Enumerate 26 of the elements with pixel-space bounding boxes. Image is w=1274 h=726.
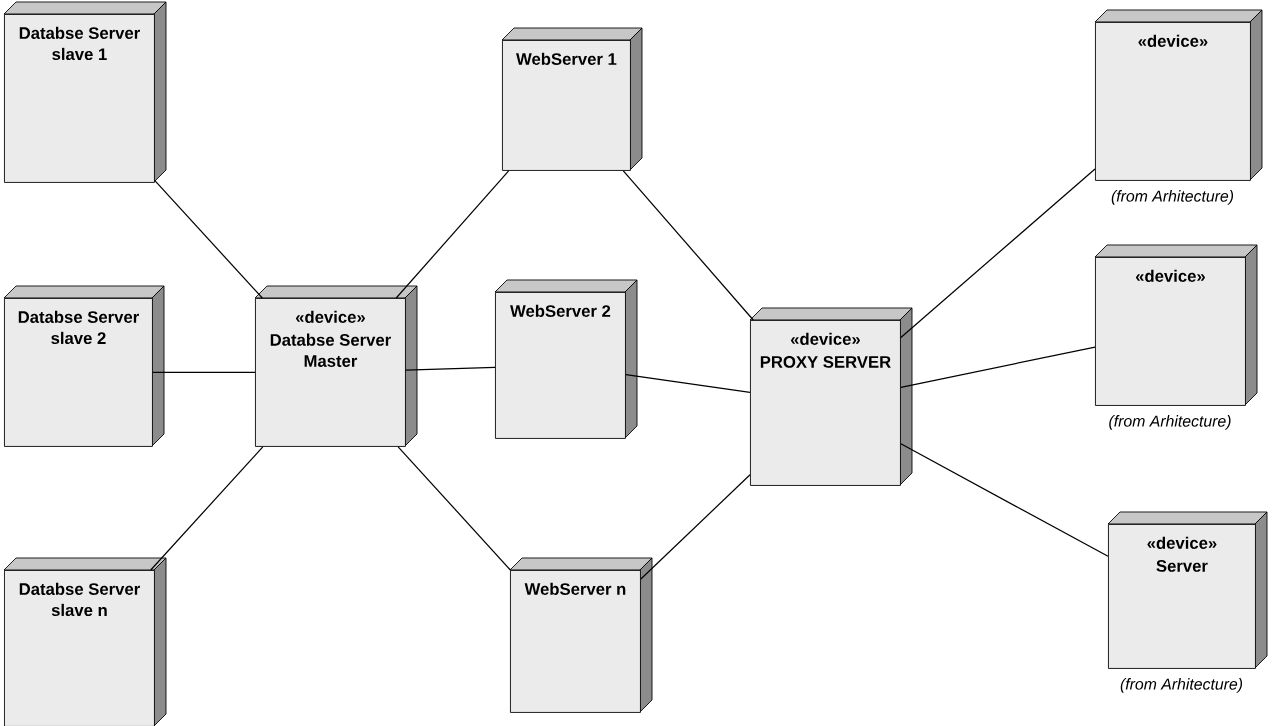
connector-line: [622, 170, 754, 321]
connector-line: [397, 446, 511, 571]
device-node-box: WebServer 1: [501, 27, 643, 171]
connector-line: [640, 474, 751, 580]
connector-line: [625, 374, 751, 393]
device-node-box: Databse Server slave 2: [3, 285, 165, 447]
device-node-box: «device» Databse Server Master: [254, 285, 418, 447]
device-node-box: «device»: [1094, 244, 1258, 406]
connector-line: [405, 366, 496, 371]
device-node-box: Databse Server slave 1: [3, 1, 167, 183]
connector-line: [154, 180, 263, 299]
node-note: (from Arhitecture): [1111, 190, 1234, 205]
device-node-box: «device»: [1094, 9, 1263, 181]
device-node-box: «device» Server: [1107, 511, 1268, 669]
connector-line: [900, 346, 1096, 388]
connector-line: [152, 371, 256, 374]
connector-line: [900, 168, 1096, 339]
node-note: (from Arhitecture): [1120, 678, 1243, 693]
device-node-box: «device» PROXY SERVER: [749, 307, 913, 486]
connector-line: [395, 170, 510, 299]
connector-line: [150, 446, 264, 571]
device-node-box: WebServer 2: [494, 279, 638, 439]
device-node-box: Databse Server slave n: [3, 557, 167, 726]
connector-line: [900, 443, 1109, 557]
device-node-box: WebServer n: [509, 557, 653, 713]
node-note: (from Arhitecture): [1109, 415, 1231, 430]
